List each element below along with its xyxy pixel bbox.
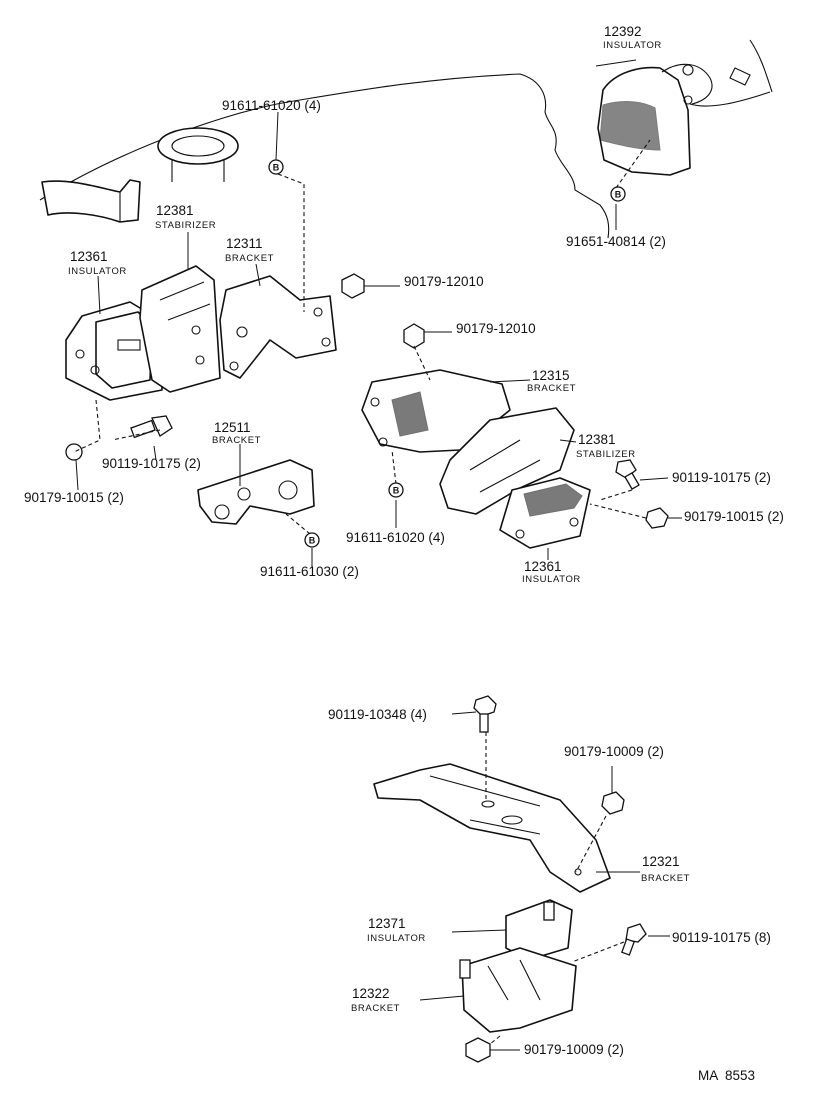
bolt-icon <box>473 695 497 717</box>
part-name-12392: INSULATOR <box>603 40 662 51</box>
badge-letter: B <box>615 190 622 200</box>
nut-icon <box>465 1037 491 1063</box>
leader-lines <box>75 59 682 1051</box>
badge-letter: B <box>393 486 400 496</box>
part-name-12381-left: STABIRIZER <box>155 220 216 231</box>
part-name-12322: BRACKET <box>351 1003 400 1014</box>
part-number-12371: 12371 <box>368 916 406 931</box>
assembly-lines <box>73 139 651 1045</box>
part-name-12311: BRACKET <box>225 253 274 264</box>
part-number-90119-10175-bottom: 90119-10175 (8) <box>672 930 771 945</box>
insulator-12392 <box>597 39 773 176</box>
part-number-91651-40814: 91651-40814 (2) <box>566 234 666 249</box>
part-number-12321: 12321 <box>642 854 680 869</box>
insulator-12361-left <box>65 301 163 401</box>
insulator-12371 <box>505 899 573 961</box>
part-name-12321: BRACKET <box>641 873 690 884</box>
part-number-91611-61020-mid: 91611-61020 (4) <box>346 530 445 545</box>
part-number-12392: 12392 <box>604 24 642 39</box>
part-number-12315: 12315 <box>532 368 570 383</box>
nut-icon <box>65 443 83 461</box>
part-number-12361-left: 12361 <box>70 249 108 264</box>
part-number-12361-right: 12361 <box>524 559 562 574</box>
part-name-12361-left: INSULATOR <box>68 266 127 277</box>
part-name-12511: BRACKET <box>212 435 261 446</box>
part-number-12511: 12511 <box>214 420 251 435</box>
bracket-12322 <box>459 947 577 1033</box>
part-number-90179-10009-bottom: 90179-10009 (2) <box>524 1042 624 1057</box>
part-name-12361-right: INSULATOR <box>522 574 581 585</box>
part-number-90179-12010-b: 90179-12010 <box>456 321 536 336</box>
part-number-90119-10175-left: 90119-10175 (2) <box>102 456 201 471</box>
badge-b-right-top: B <box>610 186 626 202</box>
bracket-12321 <box>373 763 611 893</box>
stabilizer-12381-left <box>139 265 221 393</box>
part-number-90179-12010-a: 90179-12010 <box>404 274 484 289</box>
part-number-12381-left: 12381 <box>156 203 194 218</box>
part-number-12311: 12311 <box>226 236 263 251</box>
part-number-90179-10015-right: 90179-10015 (2) <box>684 509 784 524</box>
badge-letter: B <box>273 163 280 173</box>
bracket-12511 <box>197 459 315 525</box>
part-number-12322: 12322 <box>352 986 390 1001</box>
nut-icon <box>341 273 365 299</box>
fasteners <box>65 273 669 1063</box>
part-number-90119-10175-right: 90119-10175 (2) <box>672 470 771 485</box>
badge-letter: B <box>309 536 316 546</box>
insulator-12361-right <box>499 477 591 549</box>
part-name-12371: INSULATOR <box>367 933 426 944</box>
part-name-12381-right: STABILIZER <box>576 449 636 460</box>
drawing-code: MA 8553 <box>698 1068 755 1083</box>
bracket-12311 <box>219 275 337 379</box>
engine-outline <box>39 73 610 239</box>
nut-icon <box>403 323 425 349</box>
part-number-12381-right: 12381 <box>578 432 616 447</box>
part-name-12315: BRACKET <box>527 383 576 394</box>
part-number-91611-61030: 91611-61030 (2) <box>260 564 359 579</box>
part-number-90119-10348: 90119-10348 (4) <box>328 707 427 722</box>
nut-icon <box>645 507 669 529</box>
bolt-icon <box>130 419 156 439</box>
part-number-91611-61020-top: 91611-61020 (4) <box>222 98 321 113</box>
part-number-90179-10009-top: 90179-10009 (2) <box>564 744 664 759</box>
bolt-icon <box>625 923 647 943</box>
badge-b-mid: B <box>388 482 404 498</box>
part-number-90179-10015-left: 90179-10015 (2) <box>24 490 124 505</box>
nut-icon <box>601 791 625 815</box>
badge-b-lower: B <box>304 532 320 548</box>
stabilizer-12381-right <box>439 407 575 515</box>
badge-b-top: B <box>268 159 284 175</box>
